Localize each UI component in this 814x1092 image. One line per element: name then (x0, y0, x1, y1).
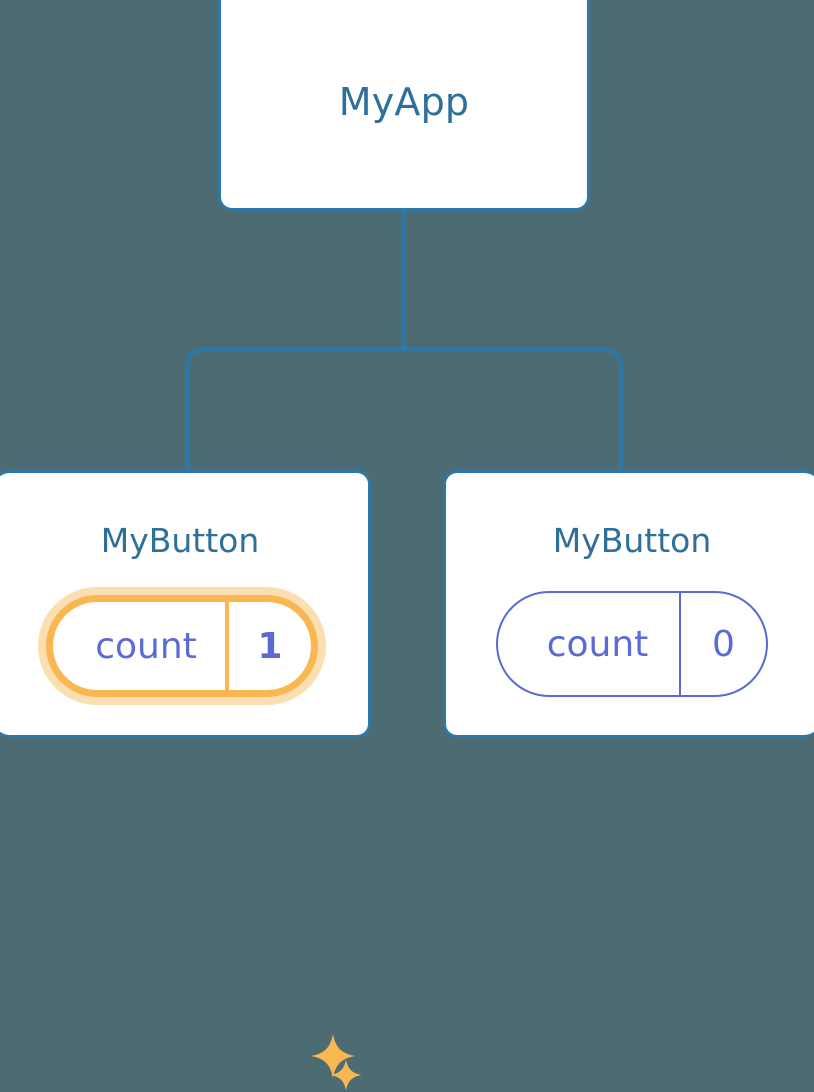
child-right-state-key: count (546, 623, 649, 665)
child-left-title: MyButton (100, 521, 260, 560)
child-left-state-chip[interactable]: count 1 (46, 595, 318, 697)
connector-branch-bus (185, 347, 623, 472)
child-node-left-card[interactable]: MyButton count 1 (0, 470, 371, 1091)
child-node-right-card[interactable]: MyButton count 0 (443, 470, 814, 738)
child-right-state-chip[interactable]: count 0 (496, 591, 768, 697)
sparkle-small-icon (330, 1059, 362, 1091)
child-right-state-value: 0 (679, 593, 766, 695)
sparkle-large-icon (311, 1034, 355, 1078)
root-node-title: MyApp (338, 80, 470, 124)
child-right-title: MyButton (552, 521, 712, 560)
child-left-state-value: 1 (225, 602, 311, 690)
root-node-card[interactable]: MyApp (218, 0, 590, 211)
child-left-state-key: count (95, 625, 197, 667)
